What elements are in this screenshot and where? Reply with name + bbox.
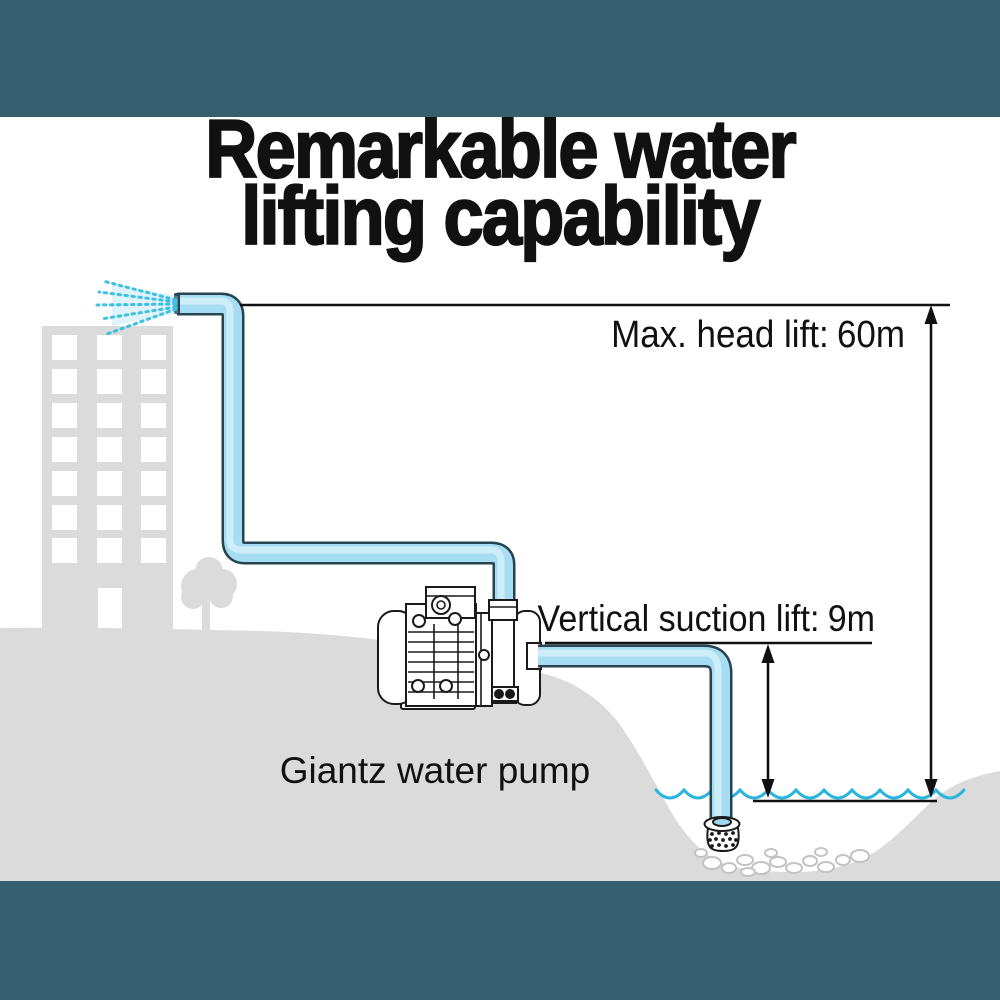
tree-silhouette bbox=[181, 557, 237, 646]
water-spray bbox=[95, 279, 178, 336]
head-lift-value: 60m bbox=[836, 314, 905, 356]
water-pump-illustration bbox=[377, 586, 542, 710]
foot-valve-strainer bbox=[703, 816, 741, 853]
head-lift-text: Max. head lift: bbox=[611, 314, 829, 356]
title-line-2: lifting capability bbox=[240, 171, 761, 262]
suction-lift-label: Vertical suction lift:9m bbox=[447, 598, 875, 640]
top-frame-band bbox=[0, 0, 1000, 117]
water-surface-waves bbox=[654, 787, 966, 800]
city-building-silhouette bbox=[42, 326, 173, 631]
suction-lift-dimension bbox=[545, 641, 937, 803]
discharge-pipe bbox=[174, 292, 516, 610]
bottom-frame-band bbox=[0, 881, 1000, 1000]
suction-lift-text: Vertical suction lift: bbox=[537, 598, 820, 639]
head-lift-label: Max. head lift:60m bbox=[477, 314, 905, 357]
pebble-stones bbox=[694, 847, 870, 877]
title-line-1: Remarkable water bbox=[204, 104, 797, 195]
suction-pipe bbox=[538, 644, 733, 818]
head-lift-dimension bbox=[240, 303, 950, 798]
pump-caption: Giantz water pump bbox=[279, 750, 591, 791]
suction-lift-value: 9m bbox=[827, 598, 875, 639]
page-title: Remarkable water lifting capability bbox=[60, 104, 940, 262]
